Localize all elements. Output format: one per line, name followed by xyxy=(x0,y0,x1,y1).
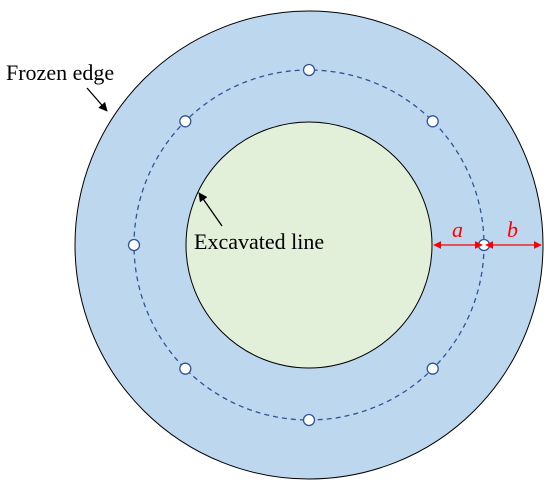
excavated-line-label: Excavated line xyxy=(194,229,324,254)
freeze-hole xyxy=(179,115,192,128)
excavation-circle xyxy=(185,121,433,369)
freeze-hole xyxy=(426,115,439,128)
freeze-hole xyxy=(426,362,439,375)
dimension-b-label: b xyxy=(507,217,518,242)
freeze-hole xyxy=(302,63,316,77)
freeze-hole xyxy=(302,413,316,427)
freeze-holes xyxy=(127,63,491,427)
frozen-edge-arrow xyxy=(86,87,108,112)
frozen-edge-label: Frozen edge xyxy=(6,60,114,85)
dimension-a-label: a xyxy=(452,217,463,242)
freeze-hole xyxy=(179,362,192,375)
excavated-line-arrow xyxy=(198,192,223,227)
freeze-hole xyxy=(127,238,141,252)
